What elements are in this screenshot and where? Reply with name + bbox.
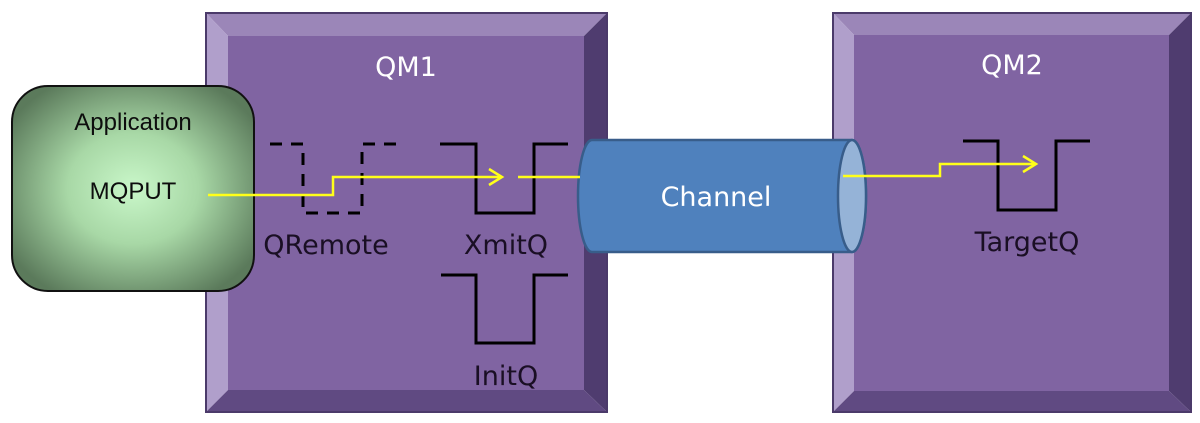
queue-xmitq: XmitQ xyxy=(440,142,568,261)
channel-cylinder: Channel xyxy=(576,138,868,254)
qm2-bevel-top xyxy=(833,13,1191,35)
qm1-bevel-top xyxy=(206,13,607,36)
qm2-bevel-bottom xyxy=(833,391,1191,412)
arrowhead-icon xyxy=(488,167,505,187)
channel-label: Channel xyxy=(661,182,772,213)
message-flow-to-targetq xyxy=(843,154,1039,178)
targetq-label: TargetQ xyxy=(974,227,1080,258)
initq-label: InitQ xyxy=(474,361,538,392)
flow-line-app-to-xmitq xyxy=(208,175,500,197)
application-box: Application MQPUT xyxy=(11,85,255,292)
qremote-queue-shape xyxy=(270,142,397,215)
queue-qremote: QRemote xyxy=(263,142,397,261)
channel-end-cap xyxy=(836,138,868,254)
application-title: Application xyxy=(74,109,191,136)
qm2-bevel-right xyxy=(1169,13,1191,412)
queue-manager-qm1: QM1 xyxy=(205,12,608,413)
qm2-label: QM2 xyxy=(981,50,1043,81)
xmitq-label: XmitQ xyxy=(464,230,548,261)
queue-manager-qm2: QM2 xyxy=(832,12,1192,413)
qm1-label: QM1 xyxy=(375,52,437,83)
arrowhead-icon xyxy=(1022,154,1039,174)
queue-targetq: TargetQ xyxy=(963,139,1090,258)
qm2-face xyxy=(854,35,1169,391)
targetq-queue-shape xyxy=(963,139,1090,212)
xmitq-queue-shape xyxy=(440,142,568,215)
qremote-label: QRemote xyxy=(263,230,388,261)
application-call: MQPUT xyxy=(90,178,177,205)
initq-queue-shape xyxy=(441,273,568,345)
message-flow-to-xmitq xyxy=(208,167,505,197)
application-shape xyxy=(11,85,255,292)
qm1-bevel-bottom xyxy=(206,390,607,412)
flow-line-channel-to-targetq xyxy=(843,162,1034,178)
queue-initq: InitQ xyxy=(441,273,568,392)
